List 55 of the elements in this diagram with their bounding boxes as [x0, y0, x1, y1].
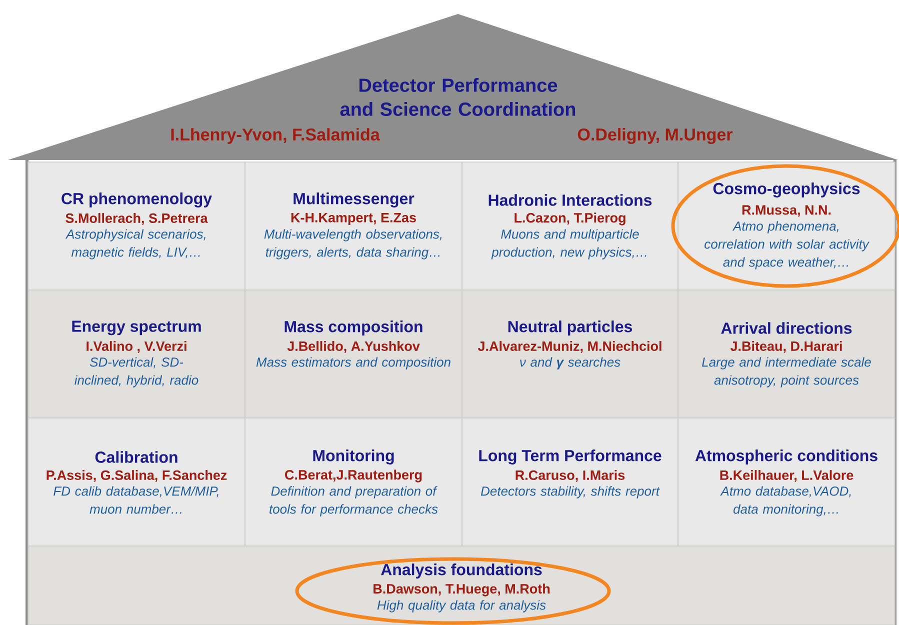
group-title: Long Term Performance	[479, 450, 662, 464]
description: Multi-wavelength observations, triggers, alerts, data sharing…	[264, 229, 442, 260]
group-title: CR phenomenology	[62, 192, 212, 208]
description: Muons and multiparticle production, new physics,…	[491, 229, 646, 260]
description: Large and intermediate scale anisotropy, point sources	[702, 357, 871, 388]
description: Detectors stability, shifts report	[480, 486, 660, 498]
coordinator-names: O.Deligny, M.Unger	[578, 128, 732, 144]
coordinator-names: B.Keilhauer, L.Valore	[720, 470, 854, 482]
coordinator-names: R.Caruso, I.Maris	[516, 470, 625, 482]
group-title: Atmospheric conditions	[695, 450, 878, 464]
group-title: Monitoring	[313, 450, 394, 464]
grid-cell	[244, 418, 462, 546]
main-title: Detector Performance and Science Coordination	[340, 78, 576, 116]
description: Astrophysical scenarios, magnetic fields, LIV,…	[65, 229, 206, 260]
grid-cell	[28, 418, 246, 546]
group-title: Mass composition	[284, 320, 422, 336]
description: ν and γ searches	[520, 357, 620, 370]
description: Atmo phenomena, correlation with solar activity and space weather,…	[704, 221, 870, 270]
grid-cell	[462, 162, 678, 290]
coordinator-names: I.Lhenry-Yvon, F.Salamida	[171, 128, 380, 144]
coordinator-names: J.Alvarez-Muniz, M.Niechciol	[478, 341, 662, 353]
group-title: Arrival directions	[721, 322, 852, 334]
group-title: Calibration	[95, 451, 178, 463]
grid-cell	[462, 418, 678, 546]
coordinator-names: P.Assis, G.Salina, F.Sanchez	[46, 470, 227, 482]
coordinator-names: L.Cazon, T.Pierog	[514, 212, 626, 226]
description: Definition and preparation of tools for performance checks	[270, 486, 438, 516]
description: High quality data for analysis	[377, 600, 546, 612]
coordinator-names: C.Berat,J.Rautenberg	[285, 470, 422, 482]
group-title: Analysis foundations	[381, 564, 542, 578]
grid-cell	[678, 418, 896, 546]
grid-cell	[28, 546, 896, 625]
grid-cell	[244, 290, 462, 418]
coordinator-names: J.Biteau, D.Harari	[730, 341, 842, 353]
coordinator-names: R.Mussa, N.N.	[742, 205, 831, 217]
grid-cell	[28, 290, 246, 418]
group-title: Hadronic Interactions	[488, 194, 652, 206]
description: FD calib database,VEM/MIP, muon number…	[54, 486, 218, 514]
coordinator-names: J.Bellido, A.Yushkov	[287, 341, 420, 353]
grid-cell	[678, 290, 896, 418]
grid-cell	[28, 162, 246, 290]
grid-cell	[462, 290, 678, 418]
group-title: Multimessenger	[294, 192, 414, 208]
description: Atmo database,VAOD, data monitoring,…	[720, 486, 851, 516]
roof-triangle	[8, 14, 898, 160]
group-title: Neutral particles	[508, 320, 632, 336]
coordinator-names: I.Valino , V.Verzi	[86, 341, 186, 353]
group-title: Cosmo-geophysics	[713, 182, 860, 198]
group-title: Energy spectrum	[72, 320, 201, 336]
description: SD-vertical, SD-inclined, hybrid, radio	[74, 357, 198, 388]
coordinator-names: B.Dawson, T.Huege, M.Roth	[374, 584, 550, 596]
coordinator-names: S.Mollerach, S.Petrera	[66, 213, 208, 225]
coordinator-names: K-H.Kampert, E.Zas	[291, 212, 416, 226]
grid-cell	[244, 162, 462, 290]
description: Mass estimators and composition	[256, 357, 450, 370]
